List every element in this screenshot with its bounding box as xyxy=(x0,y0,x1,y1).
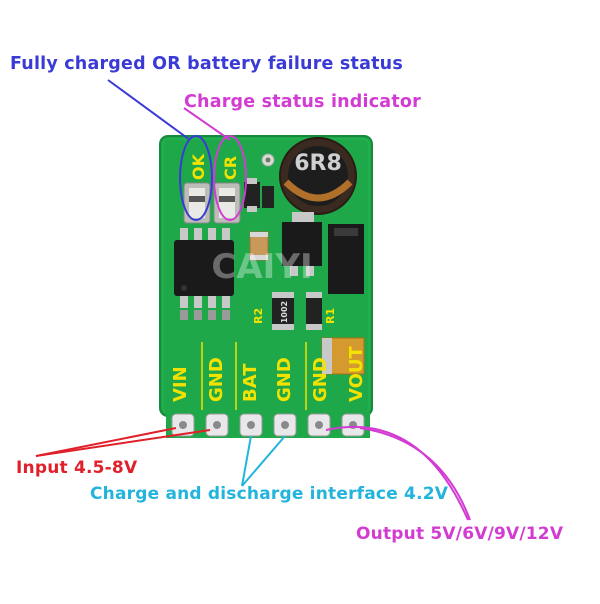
input-leader-1 xyxy=(35,427,177,457)
status-annotation: Fully charged OR battery failure status xyxy=(10,54,403,74)
output-leader-1 xyxy=(325,425,469,521)
mosfet xyxy=(282,222,322,266)
inductor-label: 6R8 xyxy=(294,151,342,176)
charge-indicator-leader xyxy=(183,107,231,141)
battery-leader-2 xyxy=(241,435,286,487)
resistor-r1 xyxy=(306,292,322,330)
input-annotation: Input 4.5-8V xyxy=(16,458,138,478)
inductor: 6R8 xyxy=(279,137,357,215)
led-label-cr: CR xyxy=(221,156,240,180)
pin-label-bat: BAT xyxy=(240,363,261,402)
ref-r1: R1 xyxy=(324,308,337,324)
charge-indicator-annotation: Charge status indicator xyxy=(184,92,421,112)
led-label-ok: OK xyxy=(189,153,208,180)
pin-label-gnd-3: GND xyxy=(310,357,331,402)
pin-label-gnd-2: GND xyxy=(274,357,295,402)
cr-led-highlight xyxy=(213,135,247,221)
transistor xyxy=(244,182,260,208)
charge-interface-annotation: Charge and discharge interface 4.2V xyxy=(90,484,449,504)
status-leader xyxy=(107,79,191,141)
resistor-r2: 1002 xyxy=(272,292,294,330)
ref-r2: R2 xyxy=(252,308,265,324)
watermark: CAIYI xyxy=(211,247,312,287)
small-component xyxy=(262,186,274,208)
led-ok xyxy=(183,182,211,224)
pin-label-gnd-1: GND xyxy=(206,357,227,402)
battery-leader-1 xyxy=(241,435,252,487)
output-annotation: Output 5V/6V/9V/12V xyxy=(356,524,564,544)
resistor-code: 1002 xyxy=(280,301,289,323)
ic-chip xyxy=(174,228,234,320)
header-pins xyxy=(166,412,370,438)
ok-led-highlight xyxy=(179,135,213,221)
output-leader-2 xyxy=(359,427,471,521)
input-leader-2 xyxy=(35,429,211,457)
pin-label-vin: VIN xyxy=(170,366,191,402)
pin-label-vout: VOUT xyxy=(346,345,367,402)
